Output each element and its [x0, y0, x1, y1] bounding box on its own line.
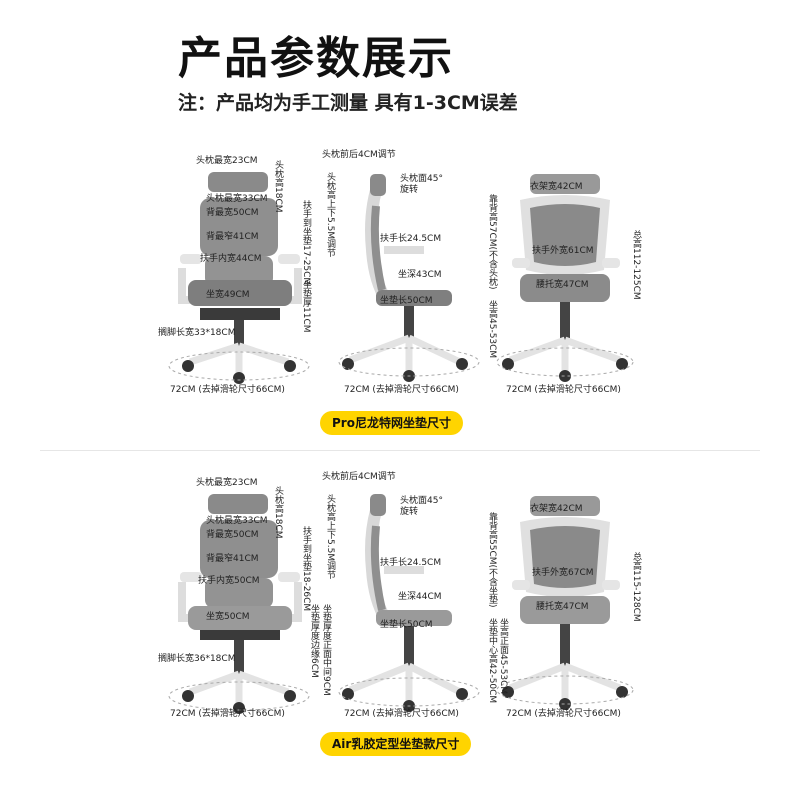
dimension-label: 头枕面45°旋转 [400, 496, 443, 517]
chair-back-view-1: 衣架宽42CM 扶手外宽61CM 腰托宽47CM 靠背高57CM(不含头枕) 坐… [486, 150, 646, 395]
chair-back-illustration [496, 174, 634, 382]
dimension-label: 坐宽50CM [206, 612, 250, 622]
dimension-label: 背最窄41CM [206, 232, 259, 242]
chair-front-view-2: 头枕最宽23CM 头枕最宽33CM 背最宽50CM 背最窄41CM 扶手内宽50… [158, 472, 331, 722]
dimension-label: 坐深44CM [398, 592, 442, 602]
page-subtitle: 注：产品均为手工测量 具有1-3CM误差 [178, 92, 518, 114]
dimension-label: 坐高正面45-53CM [498, 618, 508, 695]
dimension-label: 头枕高18CM [273, 160, 283, 213]
dimension-label: 坐垫厚度正面中间9CM [321, 604, 331, 696]
dimension-label: 头枕最宽33CM [206, 194, 268, 204]
chair-front-illustration [168, 172, 310, 384]
page-title: 产品参数展示 [178, 33, 454, 84]
dimension-label: 总高112-125CM [631, 230, 641, 300]
dimension-label: 坐垫中心高42-50CM [487, 618, 497, 704]
dimension-label: 头枕前后4CM调节 [322, 472, 396, 482]
width-label: 72CM (去掉滑轮尺寸66CM) [170, 385, 285, 395]
dimension-label: 头枕高上下5.5M调节 [325, 172, 335, 258]
width-label: 72CM (去掉滑轮尺寸66CM) [170, 709, 285, 719]
chair-front-illustration [168, 494, 310, 714]
dimension-label: 衣架宽42CM [530, 504, 583, 514]
dimension-label: 头枕最宽33CM [206, 516, 268, 526]
dimension-label: 背最宽50CM [206, 530, 259, 540]
width-label: 72CM (去掉滑轮尺寸66CM) [506, 385, 621, 395]
width-label: 72CM (去掉滑轮尺寸66CM) [344, 709, 459, 719]
dimension-label: 靠背高57CM(不含头枕) [487, 194, 497, 290]
chair-side-view-1: 头枕前后4CM调节 头枕面45°旋转 扶手长24.5CM 坐深43CM 坐垫长5… [320, 150, 490, 395]
dimension-label: 坐深43CM [398, 270, 442, 280]
dimension-label: 扶手外宽67CM [532, 568, 594, 578]
dimension-label: 坐宽49CM [206, 290, 250, 300]
dimension-label: 扶手内宽50CM [198, 576, 260, 586]
section-divider [40, 450, 760, 451]
width-label: 72CM (去掉滑轮尺寸66CM) [344, 385, 459, 395]
dimension-label: 坐垫厚11CM [301, 280, 311, 333]
dimension-label: 坐垫长50CM [380, 620, 433, 630]
dimension-label: 搁脚长宽33*18CM [158, 328, 236, 338]
dimension-label: 背最窄41CM [206, 554, 259, 564]
width-label: 72CM (去掉滑轮尺寸66CM) [506, 709, 621, 719]
dimension-label: 头枕最宽23CM [196, 478, 258, 488]
dimension-label: 坐垫厚度边缘6CM [309, 604, 319, 678]
dimension-label: 扶手长24.5CM [380, 234, 442, 244]
dimension-label: 靠背高55CM(不含坐垫) [487, 512, 497, 608]
dimension-label: 腰托宽47CM [536, 280, 589, 290]
dimension-label: 坐垫长50CM [380, 296, 433, 306]
dimension-label: 头枕高上下5.5M调节 [325, 494, 335, 580]
dimension-label: 头枕前后4CM调节 [322, 150, 396, 160]
dimension-label: 背最宽50CM [206, 208, 259, 218]
chair-back-view-2: 衣架宽42CM 扶手外宽67CM 腰托宽47CM 靠背高55CM(不含坐垫) 坐… [486, 472, 646, 722]
dimension-label: 头枕高18CM [273, 486, 283, 539]
section-badge-air: Air乳胶定型坐垫款尺寸 [320, 732, 472, 756]
dimension-label: 扶手到坐垫17-25CM [301, 200, 311, 286]
dimension-label: 扶手长24.5CM [380, 558, 442, 568]
dimension-label: 搁脚长宽36*18CM [158, 654, 236, 664]
chair-front-view-1: 头枕最宽23CM 头枕最宽33CM 背最宽50CM 背最窄41CM 扶手内宽44… [158, 150, 330, 395]
chair-side-illustration [338, 174, 480, 382]
chair-side-view-2: 头枕前后4CM调节 头枕面45°旋转 扶手长24.5CM 坐深44CM 坐垫长5… [320, 470, 490, 722]
dimension-label: 腰托宽47CM [536, 602, 589, 612]
dimension-label: 总高115-128CM [631, 552, 641, 622]
chair-side-illustration [338, 494, 480, 712]
dimension-label: 扶手到坐垫18-26CM [301, 526, 311, 612]
dimension-label: 扶手内宽44CM [200, 254, 262, 264]
dimension-label: 头枕面45°旋转 [400, 174, 443, 195]
dimension-label: 坐高45-53CM [487, 300, 497, 359]
dimension-label: 头枕最宽23CM [196, 156, 258, 166]
dimension-label: 衣架宽42CM [530, 182, 583, 192]
chair-back-illustration [496, 496, 634, 710]
dimension-label: 扶手外宽61CM [532, 246, 594, 256]
section-badge-pro: Pro尼龙特网坐垫尺寸 [320, 411, 463, 435]
